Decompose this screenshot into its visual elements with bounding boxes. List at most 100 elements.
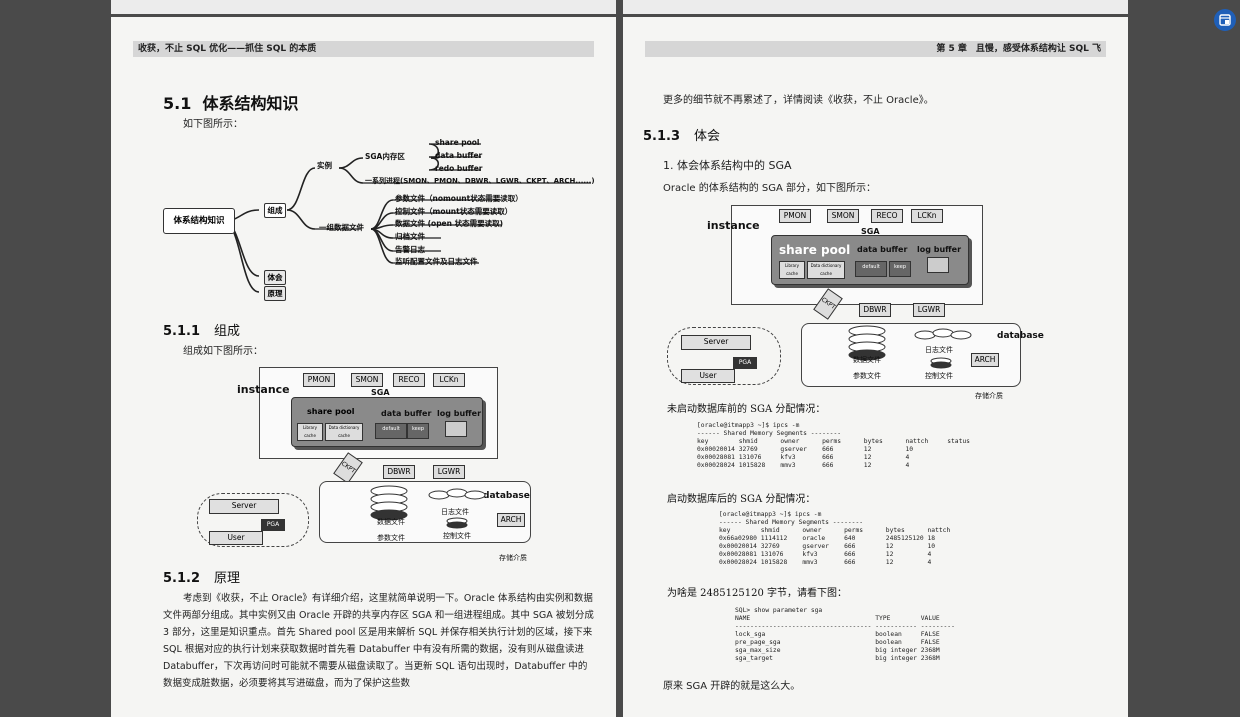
sga-intro-text: Oracle 的体系结构的 SGA 部分，如下图所示： — [663, 183, 877, 194]
diagram-server: Server — [681, 335, 751, 350]
diagram-ctrl-cylinder — [446, 517, 468, 529]
more-detail-text: 更多的细节就不再累述了，详情阅读《收获，不止 Oracle》。 — [663, 95, 934, 106]
code-show-parameter: SQL> show parameter sga NAME TYPE VALUE … — [735, 607, 955, 662]
running-head-right: 第 5 章 且慢，感受体系结构让 SQL 飞 — [645, 41, 1106, 57]
diagram-database-label: database — [997, 331, 1044, 341]
diagram-user: User — [209, 531, 263, 545]
diagram-keep-pool: keep — [889, 261, 911, 277]
diagram-sga-label: SGA — [371, 388, 390, 397]
diagram-share-pool-label: share pool — [307, 407, 355, 416]
mindmap-sga-item: share pool — [435, 138, 480, 147]
footer-text: 原来 SGA 开辟的就是这么大。 — [663, 681, 801, 692]
diagram-instance-label: instance — [707, 219, 760, 232]
diagram-data-buffer-label: data buffer — [381, 409, 432, 418]
subsection-title: 1. 体会体系结构中的 SGA — [663, 159, 792, 172]
diagram-default-pool: default — [855, 261, 887, 277]
mindmap-file-item: 告警日志 — [395, 245, 425, 254]
diagram-process-lckn: LCKn — [433, 373, 465, 387]
book-page-right: 第 5 章 且慢，感受体系结构让 SQL 飞 更多的细节就不再累述了，详情阅读《… — [623, 17, 1128, 717]
diagram-pga: PGA — [733, 357, 757, 369]
mindmap-instance: 实例 — [317, 161, 332, 170]
diagram-process-reco: RECO — [871, 209, 903, 223]
diagram-dbwr: DBWR — [383, 465, 415, 479]
diagram-lgwr: LGWR — [913, 303, 945, 317]
diagram-process-pmon: PMON — [779, 209, 811, 223]
mindmap-node-compose: 组成 — [264, 203, 286, 218]
diagram-process-smon: SMON — [351, 373, 383, 387]
diagram-default-pool: default — [375, 423, 407, 439]
diagram-dbwr: DBWR — [859, 303, 891, 317]
book-page-left: 收获，不止 SQL 优化——抓住 SQL 的本质 5.1 体系结构知识 如下图所… — [111, 17, 616, 717]
code-ipcs-after: [oracle@itmapp3 ~]$ ipcs -m ------ Share… — [719, 511, 951, 566]
diagram-param-files-label: 参数文件 — [853, 372, 881, 380]
diagram-arch: ARCH — [971, 353, 999, 367]
diagram-lgwr: LGWR — [433, 465, 465, 479]
diagram-log-files-label: 日志文件 — [925, 346, 953, 354]
diagram-data-files-label: 数据文件 — [853, 356, 881, 364]
mindmap-sga-item: data buffer — [435, 151, 483, 160]
mindmap-file-item: 监听配置文件及日志文件 — [395, 257, 478, 266]
diagram-keep-pool: keep — [407, 423, 429, 439]
diagram-log-buffer-label: log buffer — [917, 245, 962, 254]
diagram-storage-label: 存储介质 — [499, 554, 527, 562]
mindmap-file-item: 参数文件（nomount状态需要读取） — [395, 194, 523, 203]
mindmap-db-files: 一组数据文件 — [319, 223, 364, 232]
diagram-log-buffer-label: log buffer — [437, 409, 482, 418]
diagram-process-pmon: PMON — [303, 373, 335, 387]
mindmap-sga-area: SGA内存区 — [365, 152, 405, 161]
diagram-dictionary-cache: Data dictionary cache — [807, 261, 845, 279]
diagram-data-files-label: 数据文件 — [377, 518, 405, 526]
mindmap-file-item: 归档文件 — [395, 232, 425, 241]
diagram-library-cache: Library cache — [297, 423, 323, 441]
mindmap-node-experience: 体会 — [264, 270, 286, 285]
architecture-diagram-right: instance PMON SMON RECO LCKn SGA share p… — [667, 205, 1044, 400]
diagram-ctrl-files-label: 控制文件 — [925, 372, 953, 380]
diagram-instance-label: instance — [237, 383, 290, 396]
diagram-library-cache: Library cache — [779, 261, 805, 279]
running-head-left: 收获，不止 SQL 优化——抓住 SQL 的本质 — [133, 41, 594, 57]
code-ipcs-before: [oracle@itmapp3 ~]$ ipcs -m ------ Share… — [697, 422, 970, 469]
diagram-share-pool-label: share pool — [779, 243, 851, 257]
extension-button[interactable] — [1214, 9, 1236, 31]
compose-intro-text: 组成如下图所示： — [183, 346, 263, 357]
caption-before-start: 未启动数据库前的 SGA 分配情况： — [667, 404, 826, 415]
diagram-ctrl-files-label: 控制文件 — [443, 532, 471, 540]
diagram-datafile-cylinders — [848, 325, 886, 361]
diagram-ctrl-cylinder — [930, 357, 952, 369]
diagram-database-label: database — [483, 491, 530, 501]
mindmap-sga-item: redo buffer — [435, 164, 483, 173]
diagram-process-lckn: LCKn — [911, 209, 943, 223]
diagram-server: Server — [209, 499, 279, 514]
architecture-diagram-left: instance PMON SMON RECO LCKn SGA share p… — [191, 367, 571, 567]
diagram-process-smon: SMON — [827, 209, 859, 223]
window-icon — [1219, 14, 1231, 26]
mindmap-node-principle: 原理 — [264, 286, 286, 301]
mindmap-file-item: 控制文件（mount状态需要读取） — [395, 207, 513, 216]
diagram-process-reco: RECO — [393, 373, 425, 387]
mindmap-root: 体系结构知识 — [163, 208, 235, 234]
diagram-logfile-discs — [914, 328, 972, 340]
caption-after-start: 启动数据库后的 SGA 分配情况： — [667, 494, 816, 505]
mindmap-file-item: 数据文件 (open 状态需要读取) — [395, 219, 504, 228]
mindmap-lines — [222, 143, 591, 293]
diagram-param-files-label: 参数文件 — [377, 534, 405, 542]
diagram-dictionary-cache: Data dictionary cache — [325, 423, 363, 441]
diagram-storage-label: 存储介质 — [975, 392, 1003, 400]
diagram-data-buffer-label: data buffer — [857, 245, 908, 254]
prev-page-stub-right — [623, 0, 1128, 14]
diagram-user: User — [681, 369, 735, 383]
section-heading-5-1: 5.1 体系结构知识 — [163, 94, 299, 113]
diagram-pga: PGA — [261, 519, 285, 531]
caption-why: 为啥是 2485125120 字节，请看下图： — [667, 588, 847, 599]
intro-text: 如下图所示： — [183, 119, 243, 130]
diagram-sga-label: SGA — [861, 227, 880, 236]
diagram-logfile-discs — [428, 488, 486, 500]
principle-paragraph: 考虑到《收获，不止 Oracle》有详细介绍，这里就简单说明一下。Oracle … — [163, 593, 594, 689]
diagram-log-files-label: 日志文件 — [441, 508, 469, 516]
prev-page-stub-left — [111, 0, 616, 14]
diagram-datafile-cylinders — [370, 485, 408, 521]
mindmap-processes: 一系列进程(SMON、PMON、DBWR、LGWR、CKPT、ARCH.....… — [365, 177, 595, 185]
